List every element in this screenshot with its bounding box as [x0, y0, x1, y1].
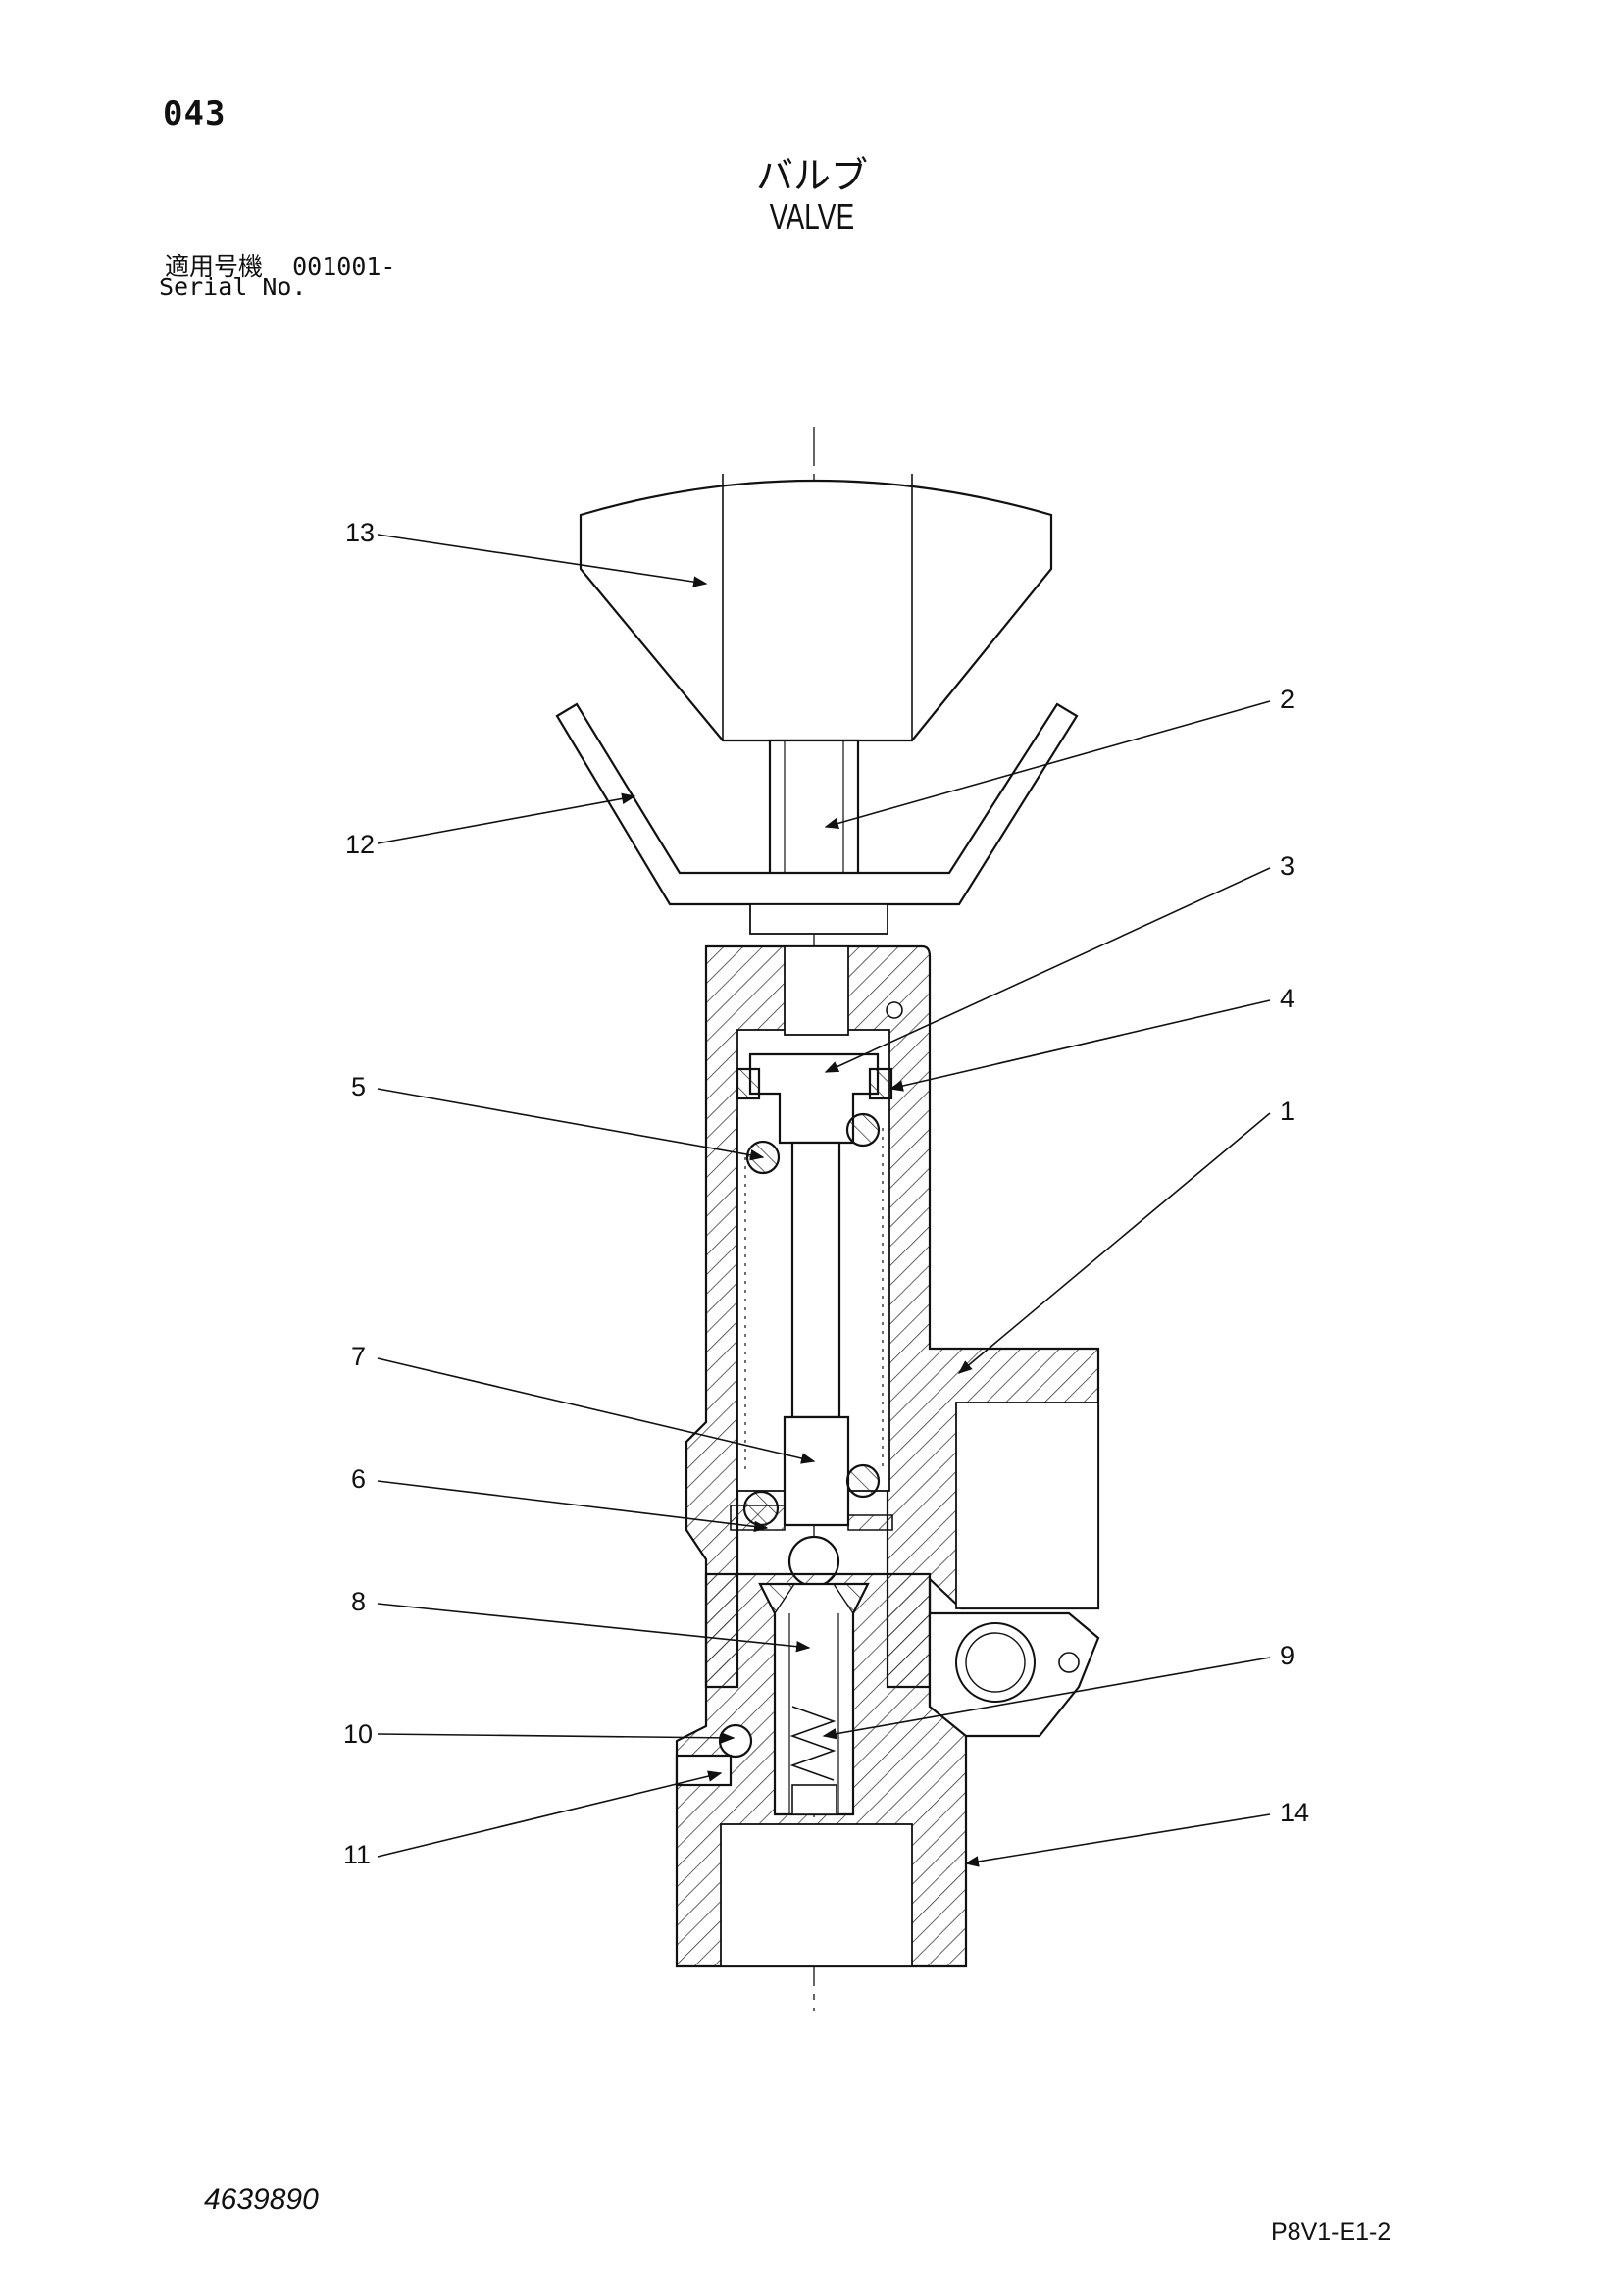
callout-8: 8 — [351, 1587, 366, 1616]
document-number: 4639890 — [204, 2183, 319, 2216]
leader-5 — [377, 1088, 765, 1161]
serial-value: 001001- — [292, 252, 396, 281]
ball-part-10 — [718, 1723, 753, 1759]
valve-seat-part-8 — [758, 1582, 870, 1816]
small-spring-part-9 — [789, 1706, 837, 1781]
callout-10: 10 — [343, 1719, 373, 1749]
spring-seat-part-6-right — [845, 1463, 881, 1499]
callout-12: 12 — [345, 830, 375, 859]
leader-12 — [377, 792, 636, 844]
o-ring-part-4-left — [736, 1067, 761, 1100]
leader-7 — [377, 1357, 816, 1464]
leader-8 — [377, 1603, 811, 1653]
title-english: VALVE — [769, 196, 855, 236]
o-ring-part-4-right — [868, 1067, 893, 1100]
serial-label-japanese: 適用号機 001001- — [165, 247, 395, 282]
leader-6 — [377, 1480, 769, 1533]
leader-3 — [824, 867, 1271, 1073]
leader-14 — [964, 1813, 1271, 1867]
plunger-part-7 — [783, 1415, 850, 1527]
knob-part-13 — [579, 479, 1053, 742]
leader-11 — [377, 1770, 723, 1858]
rod — [790, 1141, 841, 1419]
spring-part-5-coil-right — [845, 1112, 881, 1148]
page-number: 043 — [163, 94, 227, 133]
callout-4: 4 — [1280, 984, 1294, 1013]
callout-13: 13 — [345, 518, 375, 547]
serial-label-jp-text: 適用号機 — [165, 252, 264, 281]
leader-1 — [957, 1112, 1271, 1374]
title-japanese: バルブ — [755, 154, 868, 197]
callout-9: 9 — [1280, 1641, 1294, 1670]
leader-9 — [822, 1657, 1271, 1740]
callout-7: 7 — [351, 1342, 366, 1371]
callout-6: 6 — [351, 1464, 366, 1494]
callout-1: 1 — [1280, 1097, 1294, 1126]
sheet-code: P8V1-E1-2 — [1271, 2219, 1392, 2246]
plug-part-11 — [675, 1754, 733, 1787]
leader-10 — [377, 1732, 736, 1744]
callout-11: 11 — [343, 1840, 371, 1869]
callout-3: 3 — [1280, 851, 1294, 881]
leader-2 — [824, 700, 1271, 830]
callout-5: 5 — [351, 1072, 366, 1101]
callout-2: 2 — [1280, 685, 1294, 714]
leader-13 — [377, 534, 708, 587]
serial-label-english: Serial No. — [159, 273, 307, 301]
callout-14: 14 — [1280, 1798, 1309, 1827]
leader-4 — [888, 999, 1271, 1092]
